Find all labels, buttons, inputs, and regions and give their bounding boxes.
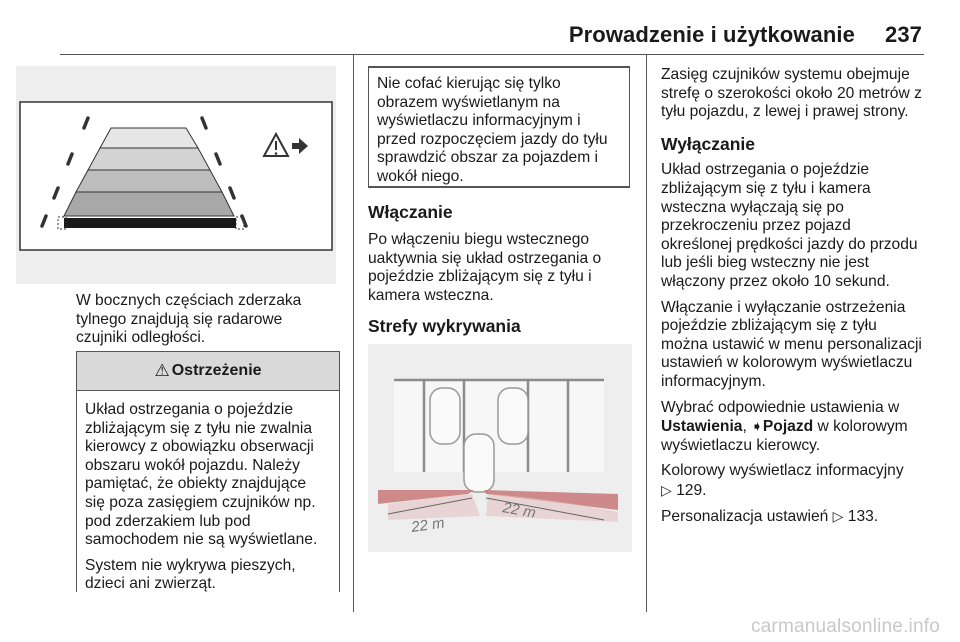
- enable-text: Po włączeniu biegu wstecznego uaktywnia …: [368, 231, 602, 304]
- toggle-text: Włączanie i wyłączanie ostrzeżenia pojeź…: [661, 298, 922, 390]
- page-ref-arrow-icon: ▷: [832, 508, 844, 525]
- settings-instruction: Wybrać odpowiednie ustawienia w Ustawien…: [661, 398, 908, 454]
- header-rule: [60, 54, 924, 55]
- warning-box: ⚠ Ostrzeżenie Układ ostrzegania o pojeźd…: [76, 351, 340, 592]
- page-ref-link[interactable]: 133.: [847, 508, 879, 526]
- range-text: Zasięg czujników systemu obejmuje strefę…: [661, 66, 922, 121]
- menu-settings: Ustawienia: [661, 418, 743, 436]
- page-number: 237: [884, 22, 922, 47]
- warning-triangle-icon: ⚠: [154, 361, 170, 380]
- watermark: carmanualsonline.info: [750, 616, 940, 637]
- notice-box: Nie cofać kierując się tylko obrazem wyś…: [368, 66, 630, 188]
- detection-zones-figure: 22 m 22 m: [368, 344, 632, 552]
- page-title: Prowadzenie i użytkowanie: [568, 22, 855, 47]
- sensor-intro-text: W bocznych częściach zderzaka tylnego zn…: [76, 292, 302, 347]
- column-divider-2: [646, 54, 647, 612]
- detection-zones-illustration: 22 m 22 m: [368, 344, 632, 552]
- parking-display-illustration: [19, 101, 333, 251]
- colour-display-ref: Kolorowy wyświetlacz informacyjny ▷ 129.: [661, 462, 904, 499]
- heading-enable: Włączanie: [368, 202, 453, 222]
- menu-vehicle: Pojazd: [762, 418, 814, 436]
- left-zone-label: 22 m: [409, 514, 445, 536]
- warning-body: Układ ostrzegania o pojeździe zbliżający…: [85, 401, 318, 593]
- warning-title: Ostrzeżenie: [171, 362, 262, 379]
- page-ref-arrow-icon: ▷: [661, 481, 672, 498]
- play-arrow-icon: ➧: [751, 418, 763, 435]
- right-zone-label: 22 m: [500, 499, 537, 522]
- page-header: Prowadzenie i użytkowanie 237: [60, 22, 922, 48]
- page-ref-link[interactable]: 129.: [676, 481, 707, 499]
- heading-detection-zones: Strefy wykrywania: [368, 316, 521, 336]
- column-3: Zasięg czujników systemu obejmuje strefę…: [661, 66, 951, 527]
- parking-sensor-figure: [16, 66, 336, 284]
- heading-disable: Wyłączanie: [661, 133, 756, 154]
- personalisation-ref: Personalizacja ustawień ▷ 133.: [661, 508, 879, 526]
- column-divider-1: [353, 54, 354, 612]
- warning-header: ⚠ Ostrzeżenie: [77, 352, 339, 391]
- disable-text: Układ ostrzegania o pojeździe zbliżający…: [661, 161, 918, 290]
